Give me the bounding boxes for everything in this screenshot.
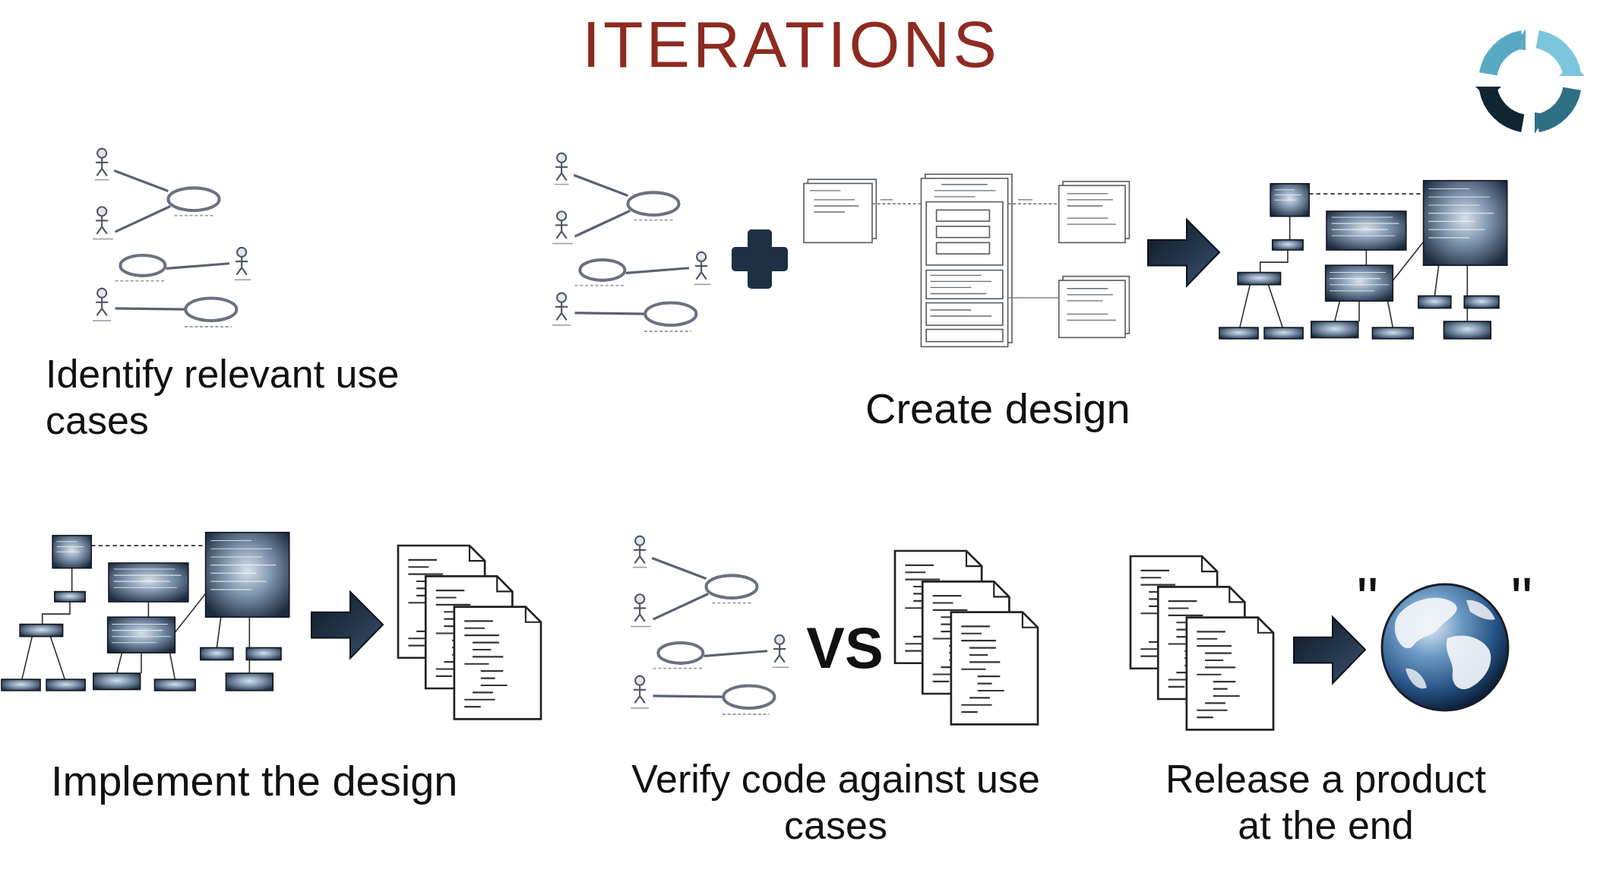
component-diagram-part-part [1008, 203, 1060, 205]
use-case-diagram [630, 536, 789, 715]
component-diagram-part-part [1059, 280, 1126, 338]
cycle-arrowheads-part [1558, 63, 1585, 76]
cycle-arrowheads-part [1475, 86, 1502, 99]
step-caption: Implement the design [50, 755, 538, 807]
quote-mark-holder: " [1502, 563, 1541, 636]
class-diagram [1, 532, 290, 691]
globe-icon-part [1446, 635, 1491, 690]
component-diagram-part-part [926, 303, 1003, 326]
component-diagram-part-part [930, 275, 993, 294]
code-pages [894, 550, 1038, 725]
step-caption-holder: Release a product at the end [1147, 755, 1505, 850]
versus-mark-holder: VS [799, 613, 891, 683]
component-diagram-part-part [930, 309, 993, 317]
flow-arrow [311, 591, 383, 658]
step-caption: Verify code against use cases [630, 755, 1041, 850]
component-diagram-part-part [880, 199, 1033, 200]
component-diagram-part-part [1066, 288, 1116, 321]
use-case-diagram [552, 153, 711, 332]
code-pages [1130, 556, 1274, 730]
globe-icon [1381, 584, 1509, 711]
quote-mark: " [1502, 563, 1541, 636]
component-diagram [803, 173, 1129, 347]
flow-arrow [1293, 616, 1366, 684]
globe-icon-part [1466, 600, 1496, 620]
step-caption: Release a product at the end [1147, 755, 1505, 850]
component-diagram-part-part [926, 328, 1003, 342]
cycle-arrowheads-part [1513, 28, 1526, 51]
versus-mark: VS [799, 613, 891, 683]
use-case-diagram [92, 148, 251, 327]
component-diagram-part [809, 184, 1117, 321]
component-diagram-part-part [1008, 297, 1060, 298]
globe-icon-part [1405, 668, 1427, 689]
plus-sign [731, 229, 788, 289]
class-diagram [1219, 180, 1508, 339]
component-diagram-part-part [1066, 193, 1116, 225]
globe-icon-part [1381, 584, 1509, 711]
component-diagram-part-part [809, 190, 859, 212]
component-diagram-part-part [936, 209, 990, 222]
component-diagram-part-part [934, 184, 997, 197]
component-diagram-part [803, 173, 1129, 347]
component-diagram-part-part [920, 178, 1008, 348]
cycle-arrowheads [1475, 28, 1585, 134]
step-caption-holder: Identify relevant use cases [45, 350, 411, 445]
quote-mark: " [1348, 563, 1387, 636]
component-diagram-part-part [1059, 185, 1126, 243]
component-diagram-part-part [936, 226, 990, 238]
component-diagram-part-part [926, 202, 1003, 266]
component-diagram-part-part [936, 242, 990, 254]
quote-mark-holder: " [1348, 563, 1387, 636]
cycle-arrowheads-part [1534, 112, 1547, 134]
step-caption-holder: Create design [865, 383, 1231, 434]
step-caption: Identify relevant use cases [45, 350, 411, 445]
code-pages [398, 545, 541, 719]
slide-title: ITERATIONS [524, 6, 1057, 83]
step-caption-holder: Implement the design [50, 755, 538, 807]
slide-title-holder: ITERATIONS [524, 6, 1057, 83]
plus-sign-part [747, 229, 772, 289]
cycle-icon [1488, 39, 1572, 124]
step-caption-holder: Verify code against use cases [630, 755, 1041, 850]
component-diagram-part-part [872, 203, 921, 205]
component-diagram-part-part [803, 183, 873, 243]
component-diagram-part-part [926, 270, 1003, 300]
flow-arrow [1147, 219, 1220, 286]
step-caption: Create design [865, 383, 1231, 434]
